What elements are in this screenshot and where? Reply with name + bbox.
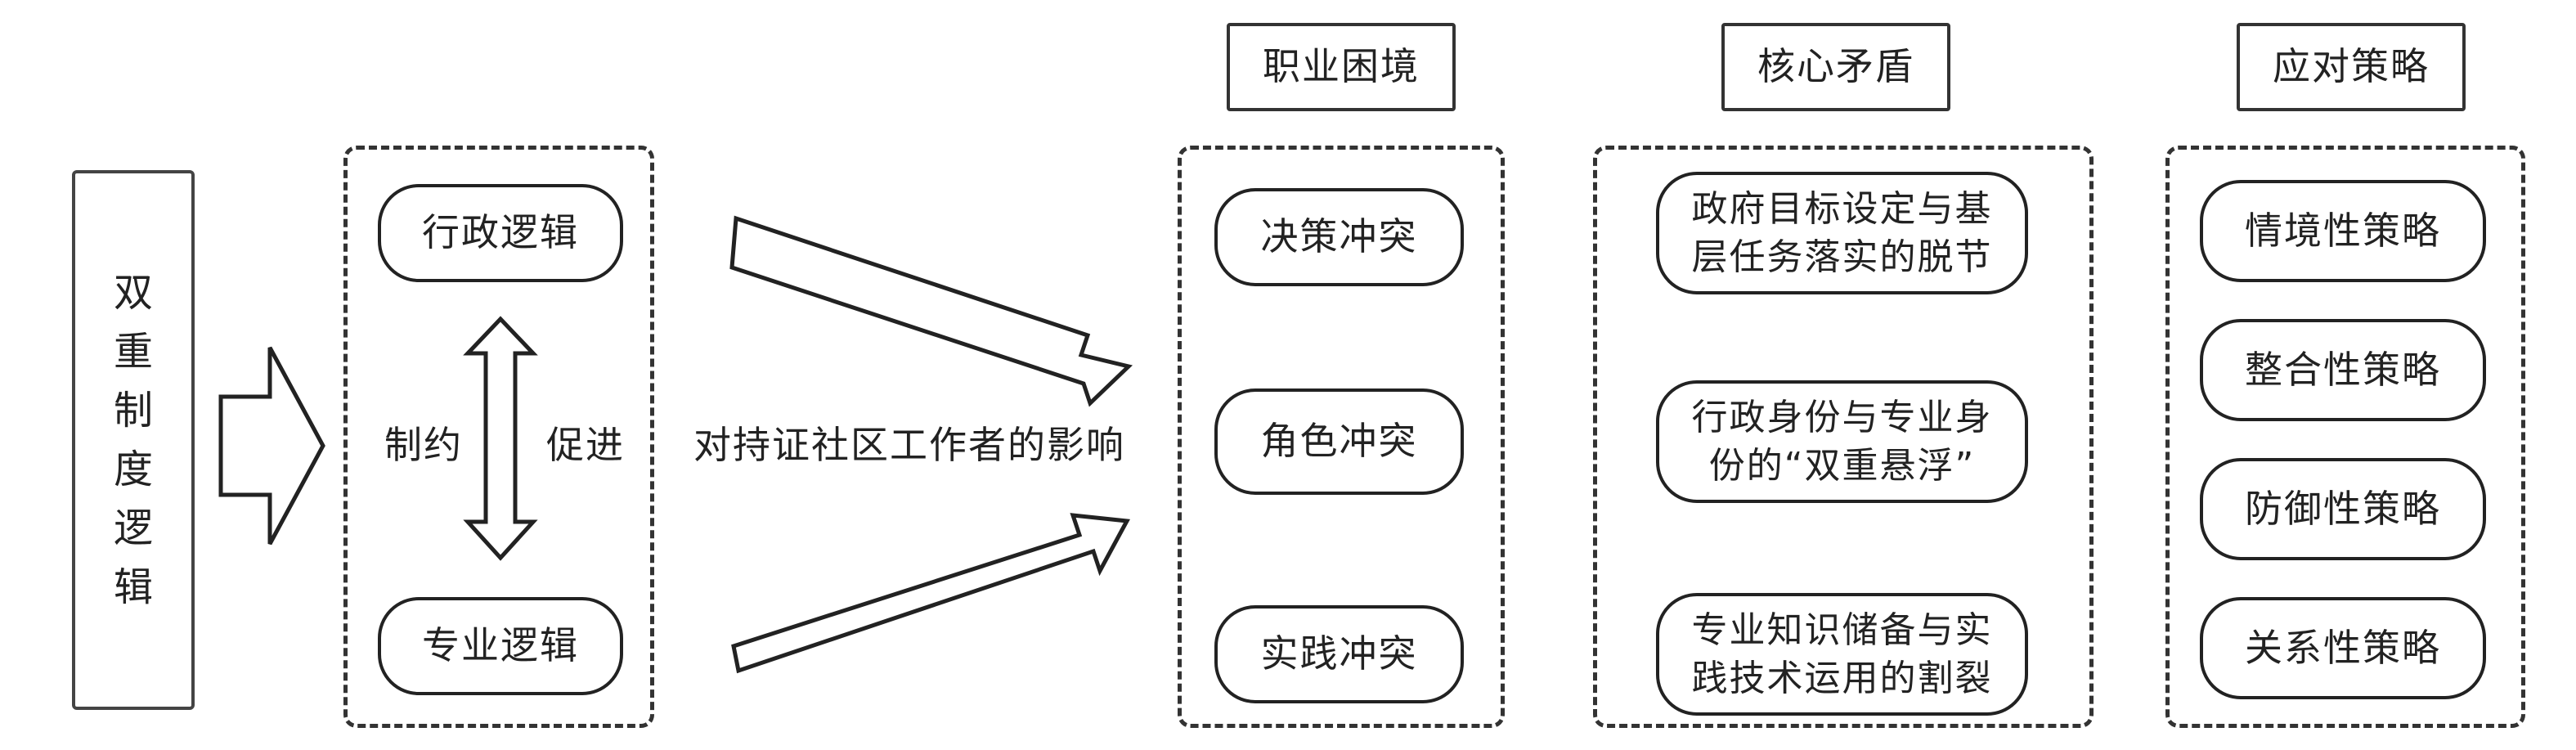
contradiction-1-line-1: 政府目标设定与基	[1691, 187, 1993, 230]
situational-strategy-node: 情境性策略	[2200, 180, 2486, 282]
decision-conflict-node: 决策冲突	[1214, 188, 1464, 286]
constraint-label: 制约	[384, 423, 463, 467]
coping-strategy-group	[2165, 146, 2525, 728]
core-contradiction-header: 核心矛盾	[1721, 23, 1950, 111]
dual-institutional-logic-box: 双 重 制 度 逻 辑	[72, 170, 195, 710]
left-box-char: 辑	[113, 564, 153, 610]
career-dilemma-header: 职业困境	[1227, 23, 1456, 111]
practice-conflict-node: 实践冲突	[1214, 605, 1464, 703]
contradiction-node-3: 专业知识储备与实 践技术运用的割裂	[1656, 593, 2028, 716]
contradiction-3-line-1: 专业知识储备与实	[1691, 609, 1993, 651]
administrative-logic-node: 行政逻辑	[378, 184, 623, 282]
relational-strategy-node: 关系性策略	[2200, 597, 2486, 699]
contradiction-2-line-1: 行政身份与专业身	[1691, 396, 1993, 438]
integrative-strategy-node: 整合性策略	[2200, 319, 2486, 421]
left-box-char: 双	[113, 270, 153, 316]
professional-logic-node: 专业逻辑	[378, 597, 623, 695]
promotion-label: 促进	[546, 423, 625, 467]
double-vertical-arrow	[463, 316, 538, 561]
coping-strategy-header: 应对策略	[2237, 23, 2466, 111]
contradiction-3-line-2: 践技术运用的割裂	[1691, 658, 1993, 699]
left-box-char: 逻	[113, 505, 153, 551]
contradiction-node-2: 行政身份与专业身 份的“双重悬浮”	[1656, 380, 2028, 503]
core-contradiction-group	[1593, 146, 2094, 728]
left-box-char: 制	[113, 388, 153, 433]
career-dilemma-group	[1178, 146, 1505, 728]
contradiction-1-line-2: 层任务落实的脱节	[1691, 236, 1993, 278]
impact-label: 对持证社区工作者的影响	[693, 423, 1125, 467]
contradiction-node-1: 政府目标设定与基 层任务落实的脱节	[1656, 172, 2028, 294]
lower-diagonal-arrow	[731, 513, 1130, 674]
logic-group	[343, 146, 654, 728]
upper-diagonal-arrow	[729, 215, 1133, 407]
left-box-char: 度	[113, 447, 153, 492]
defensive-strategy-node: 防御性策略	[2200, 458, 2486, 560]
main-right-arrow	[218, 346, 325, 546]
contradiction-2-line-2: 份的“双重悬浮”	[1708, 445, 1976, 487]
role-conflict-node: 角色冲突	[1214, 388, 1464, 495]
left-box-char: 重	[113, 329, 153, 375]
